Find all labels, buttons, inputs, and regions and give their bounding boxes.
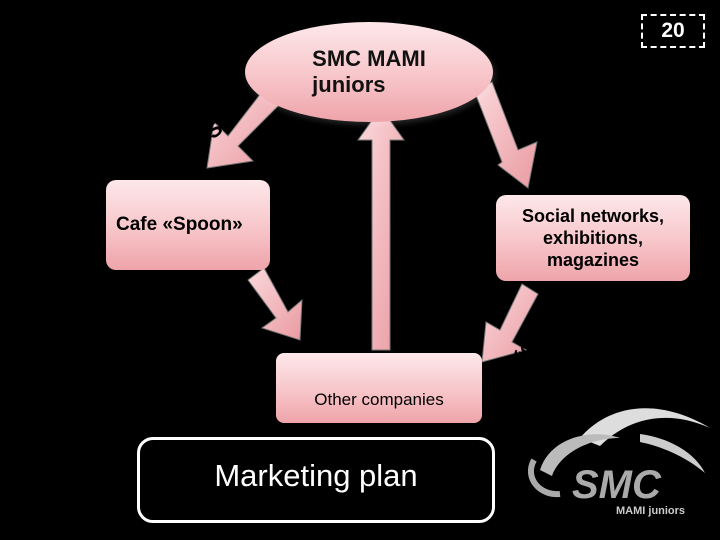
other-companies-node: Other companies — [276, 353, 482, 423]
page-number: 20 — [641, 14, 705, 48]
social-node: Social networks, exhibitions, magazines — [496, 195, 690, 281]
promotion-arrow — [473, 81, 538, 189]
logo-text: SMC — [572, 463, 662, 507]
sell-arrow — [206, 87, 281, 169]
information-left-arrow — [247, 267, 303, 341]
center-label: SMC MAMI juniors — [312, 46, 426, 97]
marketing-plan-label: Marketing plan — [214, 458, 418, 493]
other-label: Other companies — [314, 390, 444, 409]
logo-subtext: MAMI juniors — [616, 505, 685, 517]
information-right-arrow — [481, 283, 539, 363]
social-label: Social networks, exhibitions, magazines — [521, 206, 665, 270]
cafe-label: Cafe «Spoon» — [116, 214, 243, 235]
center-node: SMC MAMI juniors — [245, 22, 493, 122]
cafe-node: Cafe «Spoon» — [106, 180, 270, 270]
buy-label: Buy — [340, 222, 365, 264]
buy-arrow — [357, 107, 405, 351]
marketing-plan-box: Marketing plan — [137, 437, 495, 523]
smc-logo: SMC MAMI juniors — [527, 408, 710, 517]
